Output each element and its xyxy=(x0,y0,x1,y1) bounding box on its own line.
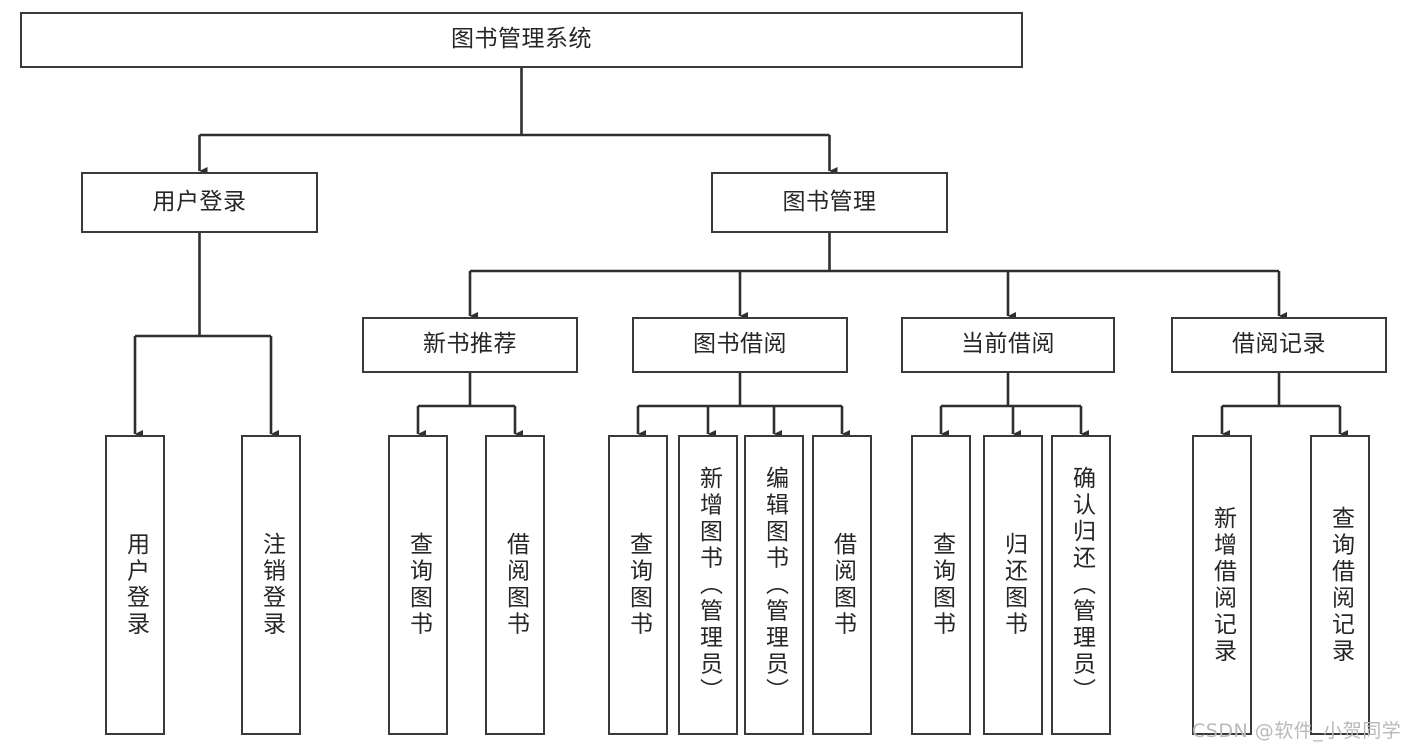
node-label: 借阅图书 xyxy=(829,532,856,638)
node-leaf13: 查询借阅记录 xyxy=(1310,435,1370,735)
node-leaf2: 注销登录 xyxy=(241,435,301,735)
node-label: 当前借阅 xyxy=(961,331,1055,358)
node-label: 查询借阅记录 xyxy=(1327,505,1354,665)
node-borrow: 图书借阅 xyxy=(632,317,848,373)
node-current: 当前借阅 xyxy=(901,317,1115,373)
node-leaf4: 借阅图书 xyxy=(485,435,545,735)
node-leaf6: 新增图书（管理员） xyxy=(678,435,738,735)
edge-group xyxy=(133,68,1348,439)
node-label: 查询图书 xyxy=(928,532,955,638)
node-leaf10: 归还图书 xyxy=(983,435,1043,735)
node-label: 编辑图书（管理员） xyxy=(761,465,788,705)
node-label: 查询图书 xyxy=(405,532,432,638)
node-label: 图书管理 xyxy=(782,188,877,215)
watermark-text: CSDN @软件_小贺同学 xyxy=(1192,720,1402,742)
node-leaf12: 新增借阅记录 xyxy=(1192,435,1252,735)
node-label: 借阅记录 xyxy=(1232,331,1326,358)
node-login: 用户登录 xyxy=(81,172,318,233)
node-root: 图书管理系统 xyxy=(20,12,1023,68)
node-label: 查询图书 xyxy=(625,532,652,638)
node-leaf3: 查询图书 xyxy=(388,435,448,735)
node-label: 新增借阅记录 xyxy=(1209,505,1236,665)
node-leaf5: 查询图书 xyxy=(608,435,668,735)
node-records: 借阅记录 xyxy=(1171,317,1387,373)
node-label: 确认归还（管理员） xyxy=(1068,465,1095,705)
node-label: 新书推荐 xyxy=(423,331,517,358)
node-leaf1: 用户登录 xyxy=(105,435,165,735)
node-leaf11: 确认归还（管理员） xyxy=(1051,435,1111,735)
node-label: 图书管理系统 xyxy=(451,26,592,53)
node-leaf7: 编辑图书（管理员） xyxy=(744,435,804,735)
node-label: 用户登录 xyxy=(152,188,247,215)
node-bookmgmt: 图书管理 xyxy=(711,172,948,233)
node-leaf8: 借阅图书 xyxy=(812,435,872,735)
node-newbook: 新书推荐 xyxy=(362,317,578,373)
node-label: 新增图书（管理员） xyxy=(695,465,722,705)
node-label: 借阅图书 xyxy=(502,532,529,638)
node-label: 注销登录 xyxy=(258,532,285,638)
node-label: 图书借阅 xyxy=(693,331,787,358)
node-label: 归还图书 xyxy=(1000,532,1027,638)
node-label: 用户登录 xyxy=(122,532,149,638)
node-leaf9: 查询图书 xyxy=(911,435,971,735)
